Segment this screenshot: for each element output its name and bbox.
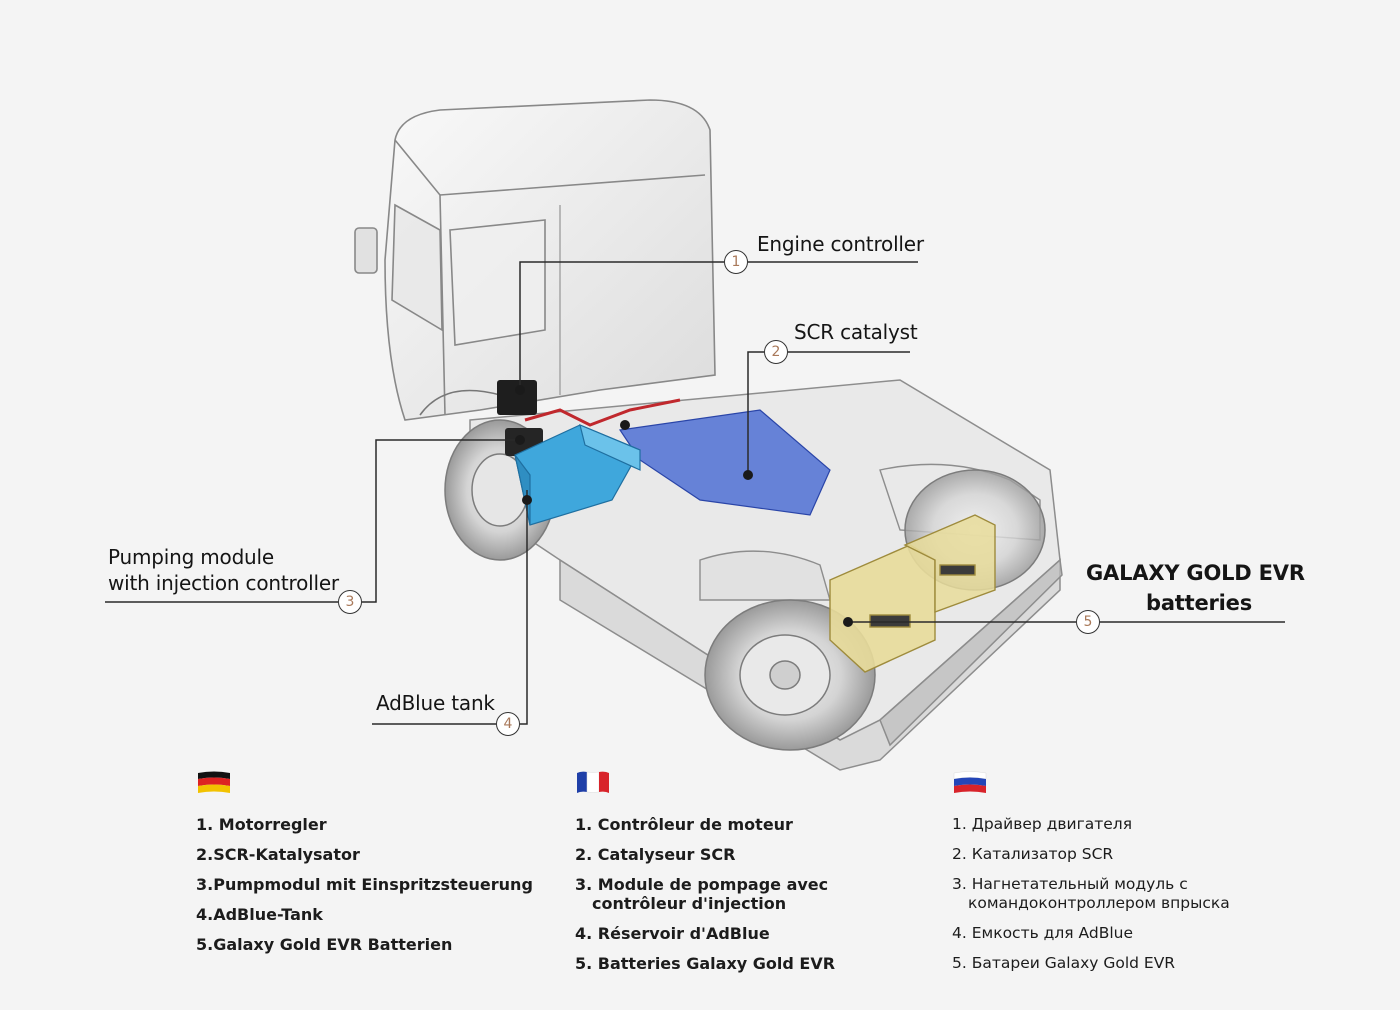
list-item: 1. Motorregler (196, 815, 327, 834)
adblue-tank-component (514, 423, 641, 526)
leader-lines (105, 261, 1285, 725)
callout-label-adblue-tank: AdBlue tank (376, 691, 495, 715)
callout-label-engine-controller: Engine controller (757, 232, 924, 256)
list-item: 2.SCR-Katalysator (196, 845, 360, 864)
callout-label-scr-catalyst: SCR catalyst (794, 320, 918, 344)
list-item: 4. Емкость для AdBlue (952, 924, 1134, 942)
legend-russian-list: 1. Драйвер двигателя 2. Катализатор SCR … (952, 815, 1230, 973)
legend-german-list: 1. Motorregler 2.SCR-Katalysator 3.Pumpm… (196, 815, 533, 954)
engine-controller-component (497, 380, 537, 415)
france-flag-icon (577, 771, 609, 793)
list-item: 3. Нагнетательный модуль с (952, 875, 1188, 893)
list-item: 3. Module de pompage avec (575, 875, 829, 894)
callout-label-pumping-module-line1: Pumping module (108, 545, 274, 569)
list-item: 3.Pumpmodul mit Einspritzsteuerung (196, 875, 533, 894)
list-item: 2. Catalyseur SCR (575, 845, 736, 864)
list-item: 5.Galaxy Gold EVR Batterien (196, 935, 453, 954)
callout-label-batteries-line1: GALAXY GOLD EVR (1086, 561, 1305, 585)
adblue-line (524, 398, 681, 427)
list-item: 1. Contrôleur de moteur (575, 815, 793, 834)
callout-number-2: 2 (764, 340, 788, 364)
list-item: 1. Драйвер двигателя (952, 815, 1133, 833)
list-item: командоконтроллером впрыска (968, 894, 1230, 912)
legend-russian: 1. Драйвер двигателя 2. Катализатор SCR … (952, 770, 1230, 984)
callout-label-batteries-line2: batteries (1146, 591, 1253, 615)
list-item: contrôleur d'injection (592, 894, 787, 913)
callout-number-3: 3 (338, 590, 362, 614)
batteries-component (829, 514, 996, 673)
callout-number-1: 1 (724, 250, 748, 274)
callout-label-pumping-module-line2: with injection controller (108, 571, 339, 595)
list-item: 5. Батареи Galaxy Gold EVR (952, 954, 1176, 972)
legend-german: 1. Motorregler 2.SCR-Katalysator 3.Pumpm… (196, 770, 533, 965)
list-item: 5. Batteries Galaxy Gold EVR (575, 954, 836, 973)
legend-french-list: 1. Contrôleur de moteur 2. Catalyseur SC… (575, 815, 835, 973)
callout-number-5: 5 (1076, 610, 1100, 634)
list-item: 4. Réservoir d'AdBlue (575, 924, 770, 943)
truck-cab (354, 99, 716, 421)
russia-flag-icon (953, 771, 987, 793)
legend-french: 1. Contrôleur de moteur 2. Catalyseur SC… (575, 770, 835, 984)
list-item: 2. Катализатор SCR (952, 845, 1114, 863)
callout-number-4: 4 (496, 712, 520, 736)
list-item: 4.AdBlue-Tank (196, 905, 323, 924)
germany-flag-icon (198, 771, 230, 793)
leader-dots (515, 385, 853, 627)
